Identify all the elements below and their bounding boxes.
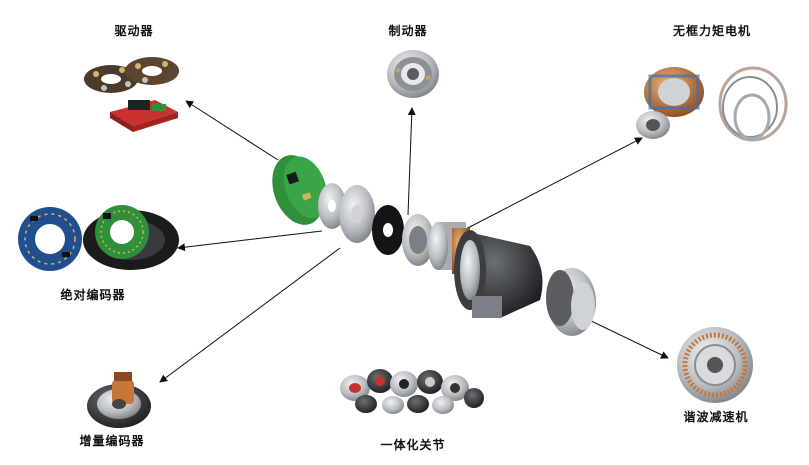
- exploded-assembly: [272, 155, 596, 336]
- harmonic-reducer-image: [677, 327, 753, 403]
- label-driver: 驱动器: [114, 24, 154, 38]
- frameless-motor-image: [636, 66, 788, 142]
- arrow-harmonic-reducer: [584, 317, 669, 359]
- brake-image: [387, 50, 439, 98]
- incremental-encoder-image: [87, 372, 151, 428]
- arrow-incremental-encoder: [159, 247, 341, 383]
- arrow-frameless-motor: [459, 137, 643, 233]
- label-brake: 制动器: [388, 24, 428, 38]
- arrow-absolute-encoder: [177, 230, 323, 252]
- label-integrated-joint: 一体化关节: [380, 438, 446, 452]
- label-frameless-motor: 无框力矩电机: [672, 24, 752, 38]
- absolute-encoder-image: [18, 205, 179, 271]
- label-harmonic-reducer: 谐波减速机: [683, 410, 749, 424]
- arrow-driver: [185, 100, 279, 161]
- arrow-brake: [407, 107, 416, 216]
- integrated-joint-image: [340, 369, 484, 414]
- arrows: [159, 100, 669, 383]
- label-incremental-encoder: 增量编码器: [79, 434, 145, 448]
- driver-image: [84, 57, 179, 132]
- label-absolute-encoder: 绝对编码器: [60, 288, 126, 302]
